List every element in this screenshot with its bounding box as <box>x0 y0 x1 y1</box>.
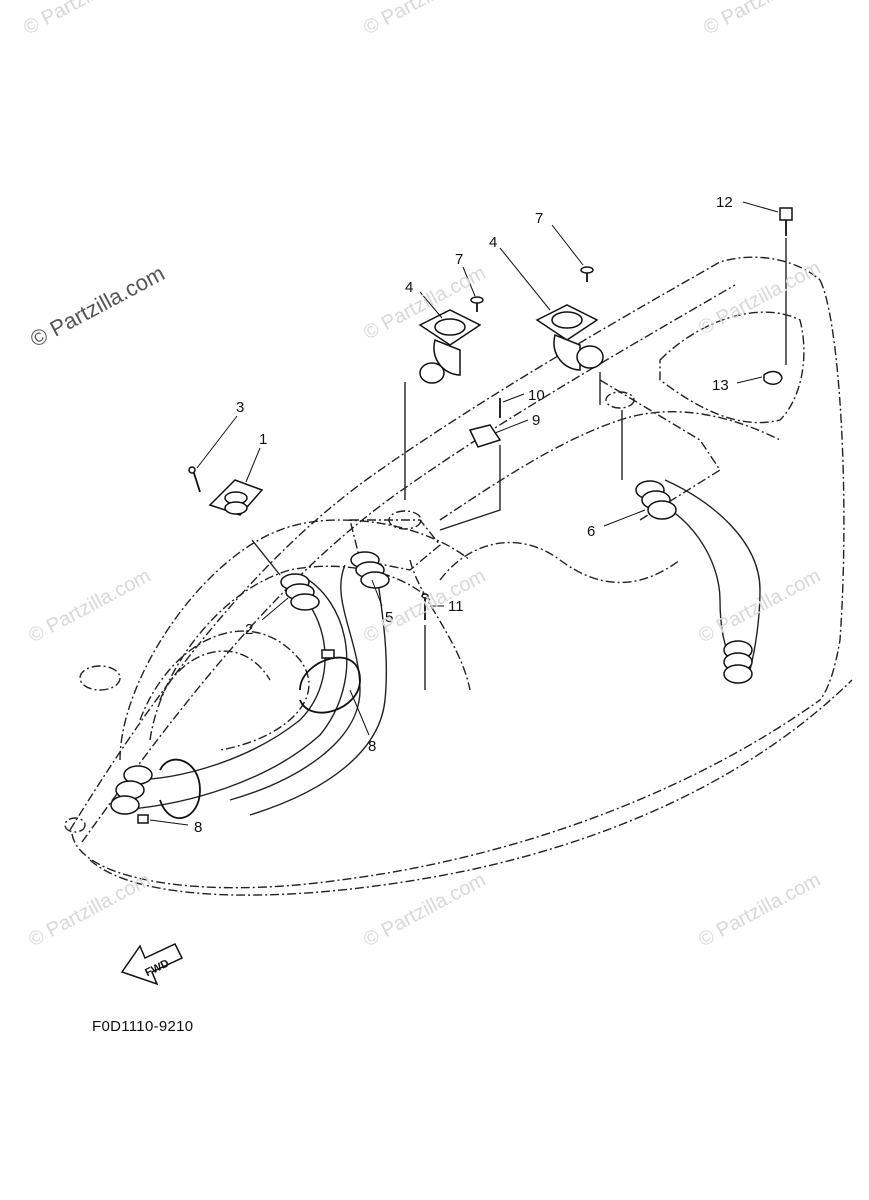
callout-5: 5 <box>385 609 393 626</box>
callout-4-left: 4 <box>405 279 413 296</box>
callout-6: 6 <box>587 523 595 540</box>
drawing-code: F0D1110-9210 <box>92 1018 194 1035</box>
callout-9: 9 <box>532 412 540 429</box>
hose-couplings <box>110 480 753 815</box>
hose-clamps <box>137 649 361 824</box>
forward-arrow-icon: FWD <box>120 943 184 986</box>
callout-labels: 1 2 3 4 4 5 6 7 7 8 8 9 10 11 12 13 <box>194 194 733 836</box>
callout-12: 12 <box>716 194 733 211</box>
part-12-bolt <box>779 207 793 236</box>
part-4-right-duct-elbow <box>535 304 604 371</box>
part-1-vent-flange <box>208 479 264 516</box>
callout-2: 2 <box>245 621 253 638</box>
part-3-rivet <box>188 466 201 493</box>
part-11-pin <box>421 593 429 620</box>
callout-7-left: 7 <box>455 251 463 268</box>
hull-outline <box>64 256 853 896</box>
callout-10: 10 <box>528 387 545 404</box>
callout-4-right: 4 <box>489 234 497 251</box>
callout-8-upper: 8 <box>368 738 376 755</box>
callout-1: 1 <box>259 431 267 448</box>
callout-7-right: 7 <box>535 210 543 227</box>
callout-8-lower: 8 <box>194 819 202 836</box>
leader-lines <box>149 201 779 826</box>
part-4-left-duct-elbow <box>418 309 482 384</box>
part-13-clip <box>763 370 783 385</box>
callout-13: 13 <box>712 377 729 394</box>
part-7-screws <box>470 266 594 312</box>
callout-3: 3 <box>236 399 244 416</box>
reference-lines <box>251 238 787 690</box>
callout-11: 11 <box>448 598 464 615</box>
hoses <box>119 479 761 816</box>
part-9-bracket <box>468 424 502 448</box>
